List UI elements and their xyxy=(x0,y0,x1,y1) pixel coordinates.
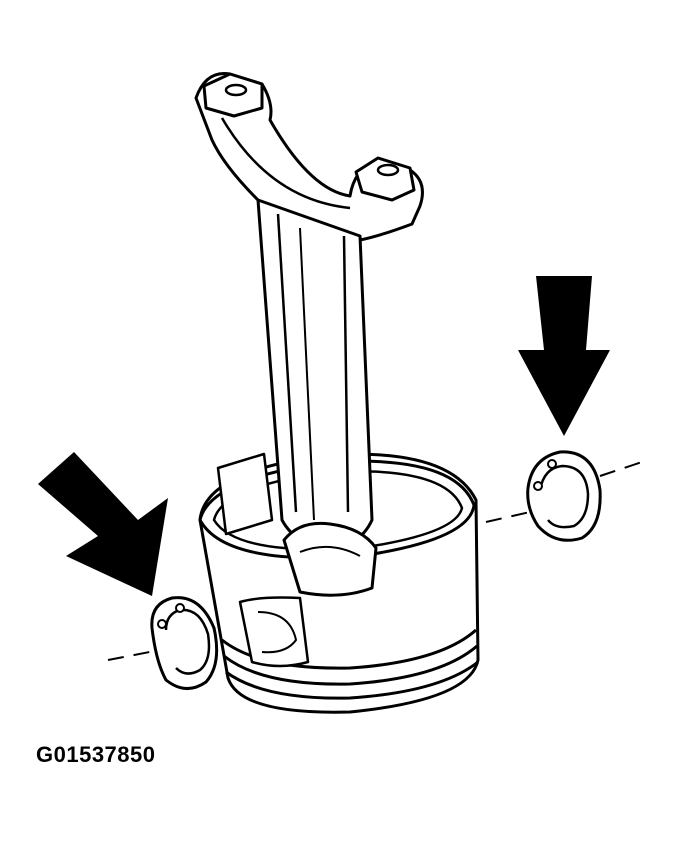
arrow-pointing-down-icon xyxy=(518,276,610,436)
figure-id-label: G01537850 xyxy=(36,742,156,767)
right-piston-pin-retainer-clip xyxy=(526,450,602,542)
arrow-pointing-down-right-icon xyxy=(38,452,168,596)
connecting-rod xyxy=(194,72,424,597)
left-piston-pin-retainer-clip xyxy=(150,596,219,690)
